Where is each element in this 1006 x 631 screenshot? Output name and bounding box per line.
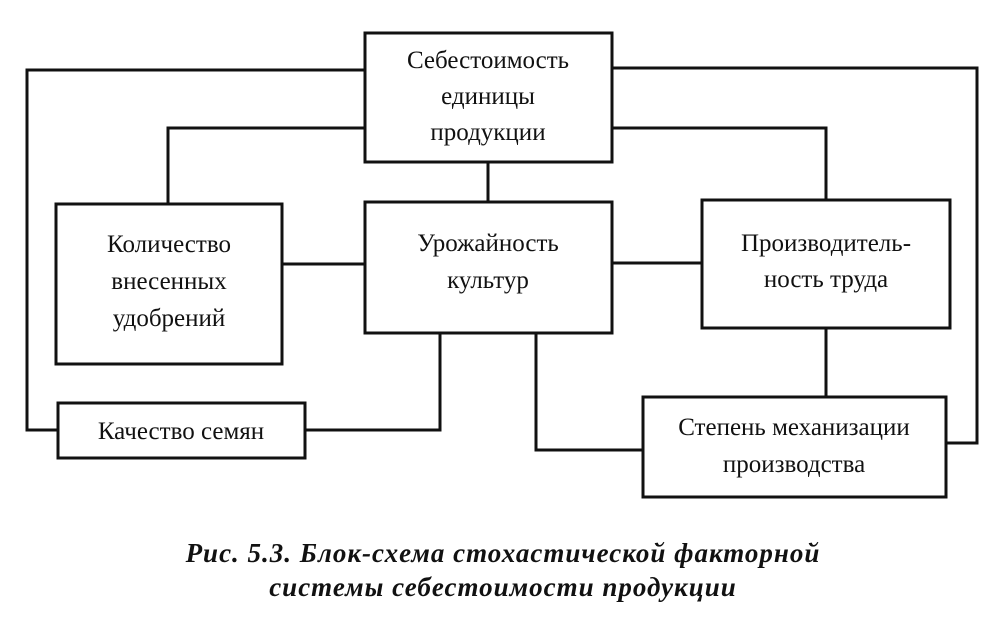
connector-yield-to-mechanization (534, 333, 643, 452)
figure-caption-line1: Рис. 5.3. Блок-схема стохастической факт… (185, 538, 821, 568)
node-fertilizer-line2: внесенных (111, 268, 227, 295)
box-productivity (700, 198, 952, 330)
node-unit-cost-line3: продукции (430, 119, 545, 146)
box-fertilizer (54, 202, 284, 366)
node-productivity-line2: ность труда (764, 266, 888, 293)
node-fertilizer-line1: Количество (107, 231, 231, 258)
connector-unit-cost-to-mechanization (612, 66, 979, 445)
connector-unit-cost-to-fertilizer (166, 126, 365, 204)
node-mechanization-line1: Степень механизации (678, 414, 910, 441)
box-unit-cost (363, 31, 614, 164)
node-unit-cost-line1: Себестоимость (407, 47, 569, 74)
connector-yield-to-seed-quality (305, 333, 442, 432)
node-seed-quality-line1: Качество семян (98, 418, 264, 445)
node-productivity-line1: Производитель- (741, 230, 911, 257)
node-fertilizer-line3: удобрений (113, 305, 226, 332)
node-unit-cost-line2: единицы (441, 83, 535, 110)
connector-unit-cost-to-productivity (612, 126, 828, 200)
node-yield-line1: Урожайность (417, 230, 559, 257)
connector-unit-cost-to-seed-quality (25, 68, 365, 432)
figure-caption-line2: системы себестоимости продукции (269, 572, 737, 602)
node-mechanization-line2: производства (723, 451, 865, 478)
node-yield-line2: культур (447, 267, 529, 294)
block-diagram: Себестоимость единицы продукции Количест… (25, 31, 979, 499)
box-yield (363, 200, 614, 335)
box-mechanization (641, 395, 948, 499)
box-seed-quality (56, 401, 307, 460)
